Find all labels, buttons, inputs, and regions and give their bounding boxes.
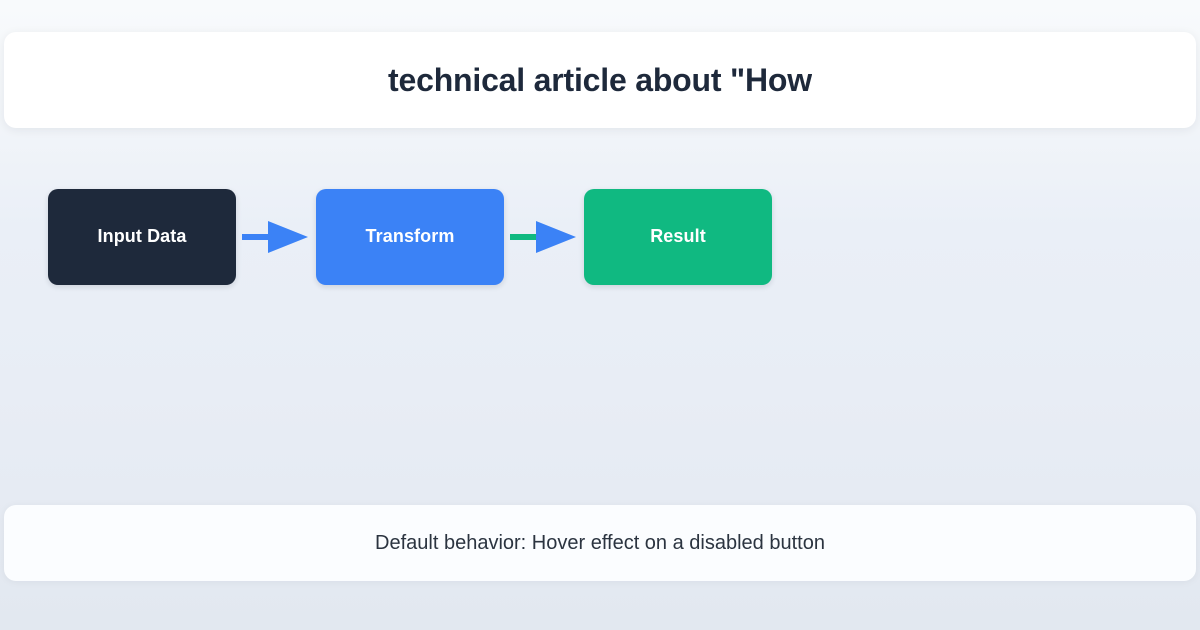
flow-node-result[interactable]: Result xyxy=(584,189,772,285)
header-card: technical article about "How xyxy=(4,32,1196,128)
footer-card: Default behavior: Hover effect on a disa… xyxy=(4,505,1196,581)
flow-node-input[interactable]: Input Data xyxy=(48,189,236,285)
flow-node-result-label: Result xyxy=(650,226,706,247)
diagram-area: Input Data Transform xyxy=(0,140,1200,500)
flow-node-transform[interactable]: Transform xyxy=(316,189,504,285)
footer-caption: Default behavior: Hover effect on a disa… xyxy=(375,532,825,554)
flow-node-transform-label: Transform xyxy=(365,226,455,247)
flow-arrow-2-icon xyxy=(504,213,584,261)
flow-arrow-1-icon xyxy=(236,213,316,261)
flow-diagram: Input Data Transform xyxy=(48,189,772,285)
flow-node-input-label: Input Data xyxy=(97,226,187,247)
page-title: technical article about "How xyxy=(388,61,812,98)
